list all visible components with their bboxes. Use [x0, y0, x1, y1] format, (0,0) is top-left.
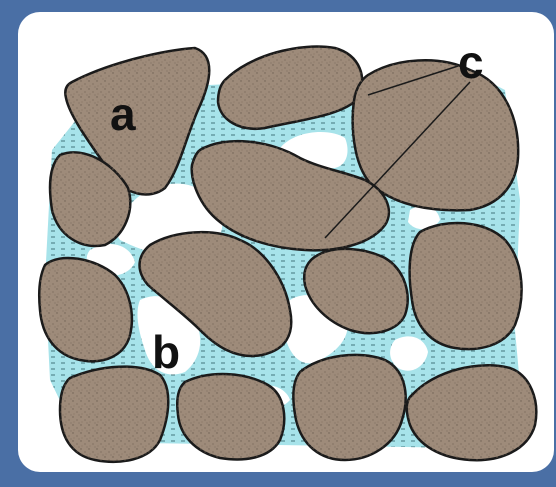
label-c: c: [458, 36, 484, 88]
label-a: a: [110, 88, 136, 140]
label-b: b: [152, 326, 180, 378]
